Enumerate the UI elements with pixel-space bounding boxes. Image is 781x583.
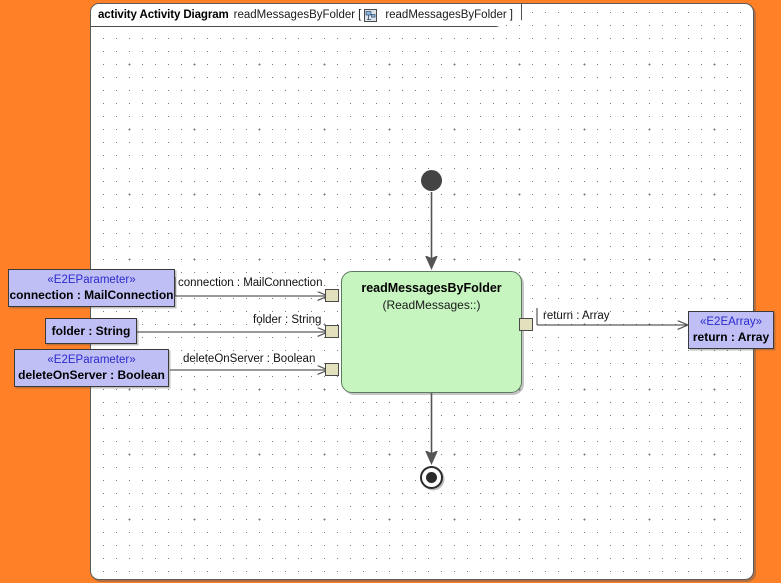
parameter-node-return-stereotype: «E2EArray» xyxy=(699,316,762,328)
diagram-title-tab: activity Activity Diagram readMessagesBy… xyxy=(91,4,522,27)
activity-final-node[interactable] xyxy=(420,466,443,489)
parameter-node-deleteonserver[interactable]: «E2EParameter» deleteOnServer : Boolean xyxy=(14,349,169,387)
parameter-node-connection[interactable]: «E2EParameter» connection : MailConnecti… xyxy=(8,269,175,307)
parameter-node-folder-name: folder : String xyxy=(51,323,131,338)
initial-node[interactable] xyxy=(421,170,442,191)
activity-node-title: readMessagesByFolder xyxy=(361,281,502,295)
parameter-node-connection-name: connection : MailConnection xyxy=(9,288,174,302)
diagram-title-keyword: activity Activity Diagram xyxy=(98,9,229,21)
diagram-title-name: readMessagesByFolder xyxy=(233,9,356,21)
parameter-node-return[interactable]: «E2EArray» return : Array xyxy=(688,311,774,349)
edge-label-return: return : Array xyxy=(543,310,610,322)
parameter-node-connection-stereotype: «E2EParameter» xyxy=(47,274,136,286)
activity-node-subtitle: (ReadMessages::) xyxy=(382,298,481,312)
edge-label-deleteonserver: deleteOnServer : Boolean xyxy=(183,353,316,365)
input-pin-connection[interactable] xyxy=(325,289,339,302)
input-pin-deleteonserver[interactable] xyxy=(325,363,339,376)
input-pin-folder[interactable] xyxy=(325,325,339,338)
parameter-node-deleteonserver-stereotype: «E2EParameter» xyxy=(47,354,136,366)
uml-activity-icon xyxy=(364,8,378,22)
diagram-title-bracket-close: ] xyxy=(509,9,513,21)
output-pin-return[interactable] xyxy=(519,318,533,331)
edge-label-folder: folder : String xyxy=(253,314,322,326)
parameter-node-deleteonserver-name: deleteOnServer : Boolean xyxy=(18,368,165,382)
edge-label-connection: connection : MailConnection xyxy=(178,277,323,289)
parameter-node-folder[interactable]: folder : String xyxy=(45,318,137,344)
activity-node-readmessagesbyfolder[interactable]: readMessagesByFolder (ReadMessages::) xyxy=(341,271,522,393)
diagram-title-bracket-open: [ xyxy=(358,9,362,21)
diagram-title-bracket-name: readMessagesByFolder xyxy=(385,9,507,21)
parameter-node-return-name: return : Array xyxy=(692,330,770,344)
